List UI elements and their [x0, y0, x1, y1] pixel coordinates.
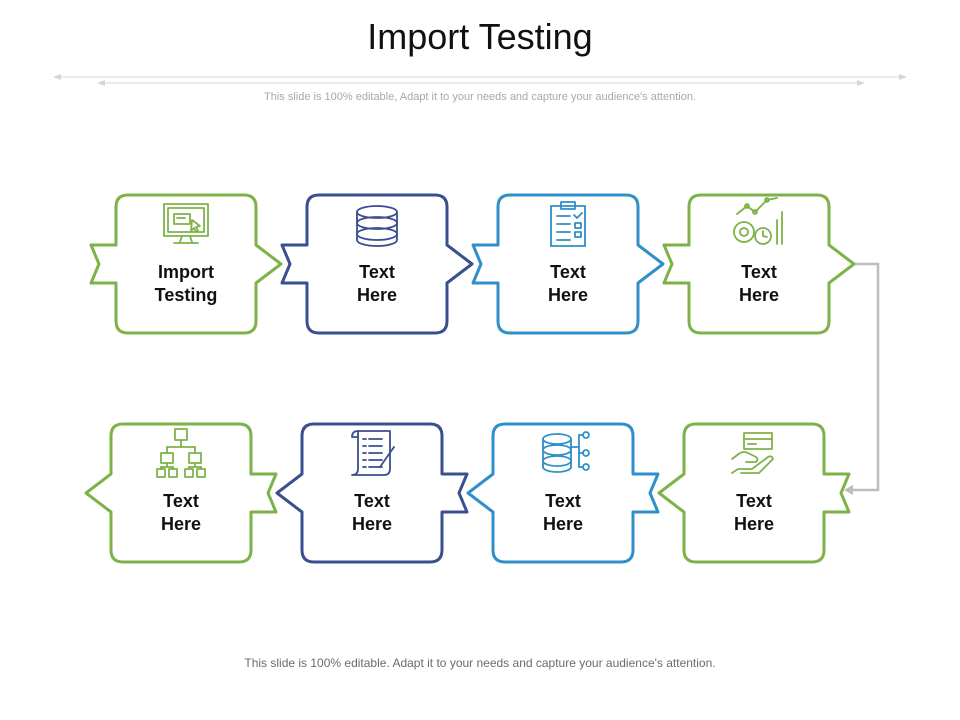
card-label: Here [161, 514, 201, 534]
card-label: Text [163, 491, 199, 511]
card-label: Here [548, 285, 588, 305]
card-label: Here [357, 285, 397, 305]
database-network-icon [542, 431, 590, 473]
card-shape [657, 422, 851, 564]
scroll-document-icon [351, 430, 395, 476]
card-label: Here [734, 514, 774, 534]
card-shape [89, 193, 283, 335]
hand-card-payment-icon [731, 432, 774, 474]
card-shape [466, 422, 660, 564]
card-shape [280, 193, 474, 335]
database-icon [356, 205, 398, 247]
card-label: Text [359, 262, 395, 282]
card-label: Text [545, 491, 581, 511]
subtitle: This slide is 100% editable, Adapt it to… [264, 91, 696, 103]
card-label: Testing [155, 285, 218, 305]
card-label: Text [741, 262, 777, 282]
card-label: Text [550, 262, 586, 282]
card-shape [275, 422, 469, 564]
footer-note: This slide is 100% editable. Adapt it to… [244, 656, 716, 670]
card-label: Import [158, 262, 214, 282]
card-label: Text [354, 491, 390, 511]
clipboard-checklist-icon [550, 201, 586, 247]
card-shape [84, 422, 278, 564]
card-label: Here [352, 514, 392, 534]
computer-screen-icon [163, 203, 209, 244]
card-label: Text [736, 491, 772, 511]
gears-chart-icon [733, 197, 783, 245]
row-connector [844, 262, 880, 495]
sitemap-icon [156, 428, 206, 478]
card-shape [471, 193, 665, 335]
card-label: Here [739, 285, 779, 305]
page-title: Import Testing [367, 16, 593, 57]
card-shape [662, 193, 856, 335]
title-divider [53, 74, 907, 86]
card-label: Here [543, 514, 583, 534]
